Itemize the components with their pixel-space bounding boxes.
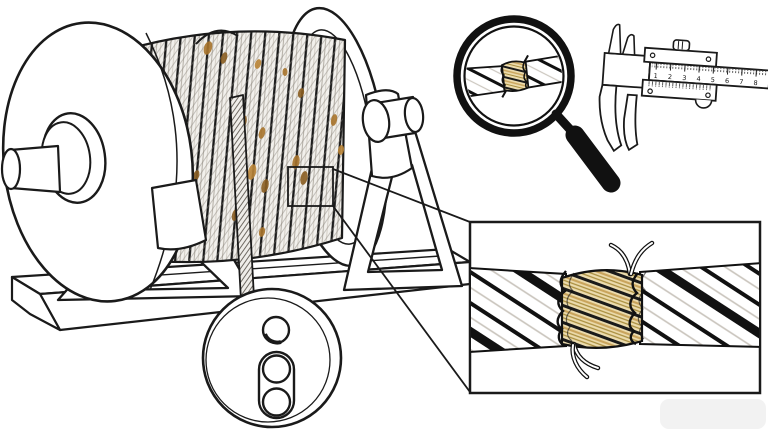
inset-splice (560, 269, 644, 349)
caliper-scale-number: 7 (739, 78, 744, 86)
left-bracket-arm (150, 178, 208, 251)
right-axle-cap (403, 96, 425, 134)
pulley-hole-upper (261, 354, 292, 384)
splice-inset-box (468, 220, 762, 395)
caliper-scale-number: 6 (725, 77, 730, 85)
right-hub (361, 99, 391, 143)
right-stand (342, 89, 464, 292)
pulley-top-hole-shadow (263, 333, 282, 345)
caliper-screw (705, 56, 712, 63)
caliper-upper-jaw-moving (621, 33, 636, 56)
left-hub-assembly (0, 112, 208, 251)
caliper-screw (705, 92, 711, 99)
caliper-scale-number: 5 (710, 76, 715, 84)
splice-wire-ends (570, 240, 655, 380)
splice-seams (556, 270, 647, 347)
caliper-lower-jaw-moving (623, 93, 639, 152)
watermark-patch (660, 399, 766, 429)
caliper-scale-number: 2 (668, 73, 673, 81)
left-flange-rim (145, 32, 178, 291)
caliper-thumbscrew (672, 39, 691, 52)
rope-crossover-hump (195, 29, 239, 45)
pulley-hole-lower (261, 387, 292, 417)
caliper-lower-jaw-fixed (598, 83, 623, 153)
magnifying-glass-icon (453, 15, 621, 193)
base-left-face (10, 275, 62, 332)
callout-bracket (287, 166, 334, 207)
magnifier-lens-inner-ring (463, 25, 565, 127)
caliper-scale-numbers: 1 2 3 4 5 6 7 8 (653, 72, 758, 87)
caliper-major-ticks (655, 62, 757, 77)
magnified-splice (500, 60, 530, 92)
caliper-minor-ticks (651, 62, 768, 76)
caliper-upper-jaw-fixed (607, 23, 622, 55)
caliper-scale-number: 4 (696, 75, 701, 83)
inset-rope-left (471, 267, 567, 353)
callout (287, 166, 471, 393)
left-axle-cap (0, 147, 22, 191)
caliper-scale-number: 3 (682, 74, 687, 82)
inset-rope-right (639, 262, 759, 348)
caliper-scale-number: 1 (653, 72, 658, 80)
caliper-scale-number: 8 (753, 79, 758, 87)
caliper-screw (647, 88, 653, 95)
pulley-block (201, 287, 343, 429)
leader-line-top (332, 168, 471, 223)
caliper-finger-notch (694, 99, 713, 109)
caliper-vernier-ticks (646, 80, 713, 91)
pulley-inner-rim (205, 297, 331, 423)
leader-line-bottom (332, 205, 471, 393)
winch-assembly (0, 6, 472, 429)
magnifier-handle (551, 109, 621, 193)
caliper-screw (649, 52, 656, 59)
vernier-caliper: 1 2 3 4 5 6 7 8 (598, 23, 768, 153)
